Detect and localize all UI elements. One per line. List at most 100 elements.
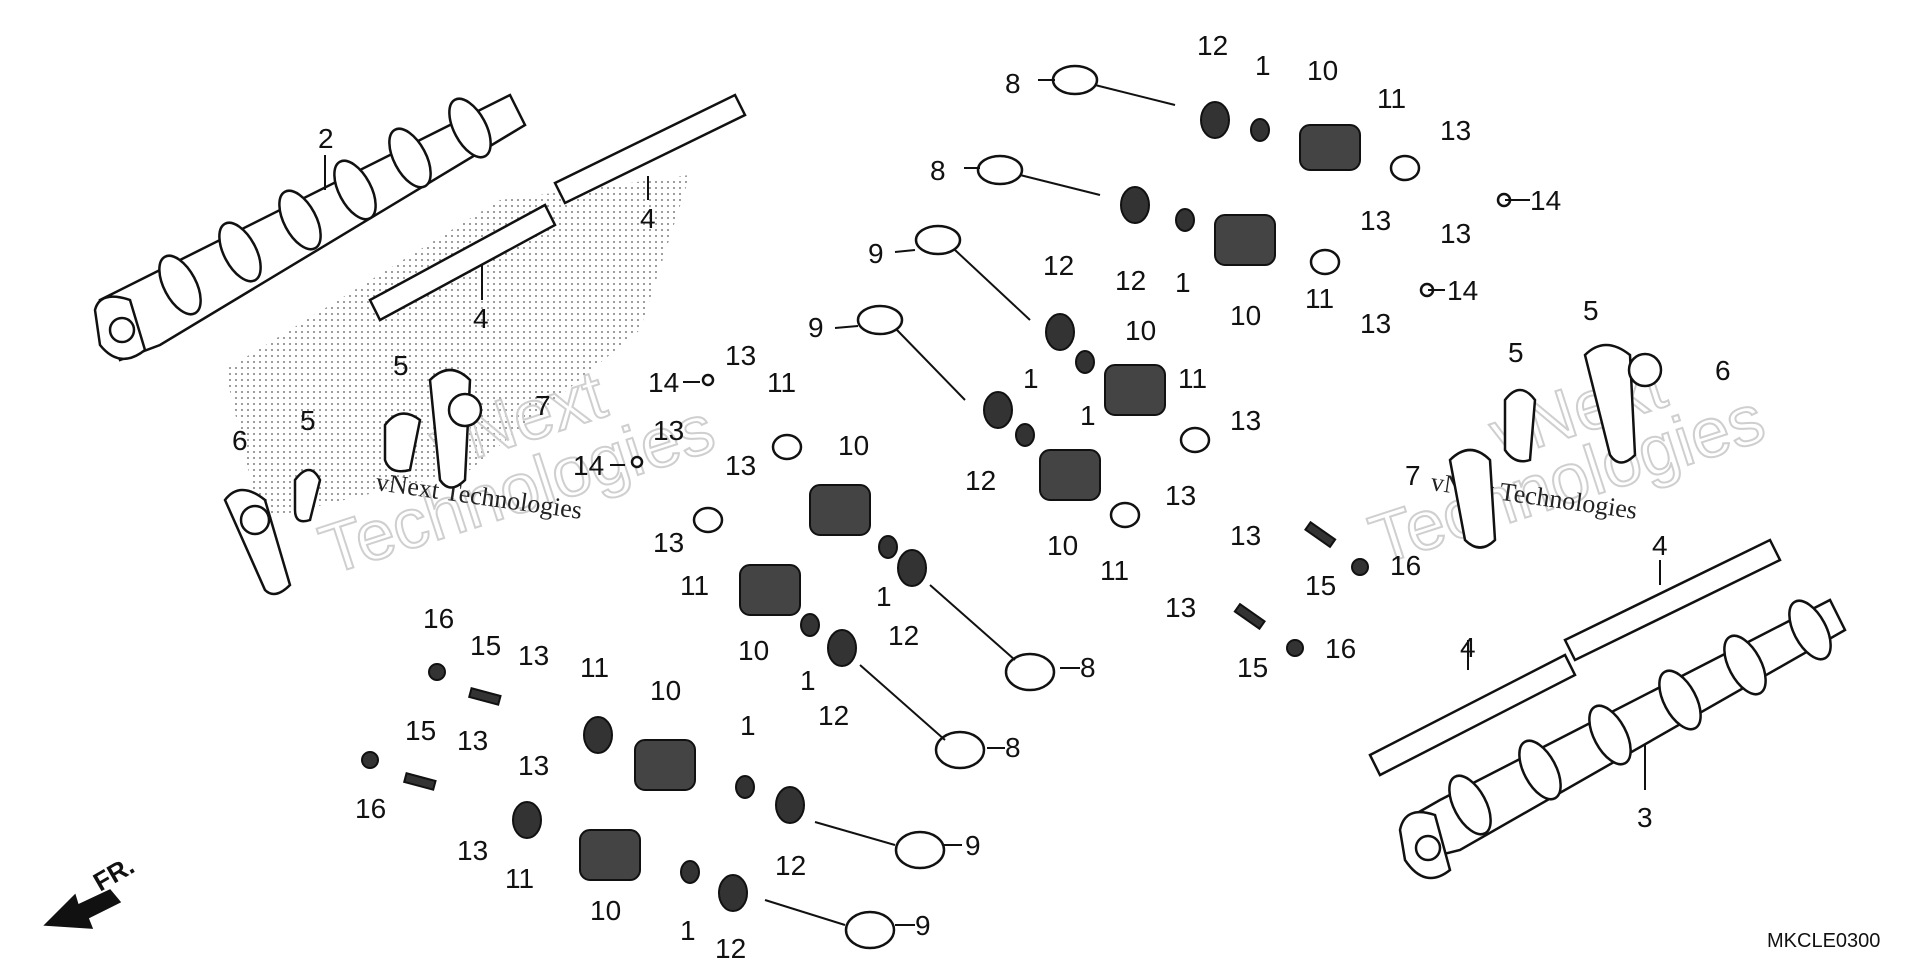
callout-13: 13 <box>457 725 488 756</box>
callout-labels: 1 1 1 1 1 1 1 1 1 2 3 4 4 4 4 5 5 5 5 6 … <box>232 30 1731 960</box>
callout-13: 13 <box>1360 308 1391 339</box>
callout-15: 15 <box>470 630 501 661</box>
callout-15: 15 <box>1305 570 1336 601</box>
watermark-right: vNext Technologies vNext Technologies <box>1360 344 1775 580</box>
callout-12: 12 <box>1197 30 1228 61</box>
callout-4: 4 <box>1460 632 1476 663</box>
callout-10: 10 <box>590 895 621 926</box>
callout-10: 10 <box>1047 530 1078 561</box>
callout-5: 5 <box>300 405 316 436</box>
callout-13: 13 <box>518 750 549 781</box>
callout-13: 13 <box>1440 115 1471 146</box>
callout-8: 8 <box>930 155 946 186</box>
callout-7: 7 <box>535 390 551 421</box>
callout-12: 12 <box>715 933 746 960</box>
camshaft-right <box>1398 598 1847 880</box>
callout-5: 5 <box>1508 337 1524 368</box>
callout-16: 16 <box>1390 550 1421 581</box>
callout-13: 13 <box>725 450 756 481</box>
callout-9: 9 <box>915 910 931 941</box>
callout-13: 13 <box>1165 480 1196 511</box>
callout-3: 3 <box>1637 802 1653 833</box>
catalog-code: MKCLE0300 <box>1767 930 1880 952</box>
callout-6: 6 <box>232 425 248 456</box>
leader-lines <box>324 79 1661 926</box>
valve-springs <box>579 124 1361 881</box>
shading-area <box>225 175 690 520</box>
callout-6: 6 <box>1715 355 1731 386</box>
callout-9: 9 <box>808 312 824 343</box>
front-indicator: FR. <box>43 850 139 929</box>
callout-11: 11 <box>1377 83 1406 114</box>
callout-14: 14 <box>648 367 679 398</box>
callout-13: 13 <box>1165 592 1196 623</box>
callout-12: 12 <box>1043 250 1074 281</box>
callout-11: 11 <box>680 570 709 601</box>
callout-13: 13 <box>1230 405 1261 436</box>
rocker-arms-right <box>1448 343 1663 549</box>
callout-11: 11 <box>580 652 609 683</box>
callout-8: 8 <box>1080 652 1096 683</box>
callout-7: 7 <box>1405 460 1421 491</box>
callout-12: 12 <box>1115 265 1146 296</box>
callout-9: 9 <box>965 830 981 861</box>
callout-12: 12 <box>965 465 996 496</box>
rocker-arms-left <box>223 368 483 596</box>
callout-12: 12 <box>818 700 849 731</box>
callout-15: 15 <box>405 715 436 746</box>
callout-14: 14 <box>1447 275 1478 306</box>
callout-10: 10 <box>1230 300 1261 331</box>
callout-10: 10 <box>650 675 681 706</box>
callout-10: 10 <box>1125 315 1156 346</box>
callout-11: 11 <box>1178 363 1207 394</box>
callout-1: 1 <box>680 915 696 946</box>
callout-8: 8 <box>1005 732 1021 763</box>
callout-5: 5 <box>1583 295 1599 326</box>
callout-11: 11 <box>767 367 796 398</box>
callout-13: 13 <box>653 415 684 446</box>
callout-1: 1 <box>740 710 756 741</box>
callout-4: 4 <box>1652 530 1668 561</box>
callout-16: 16 <box>423 603 454 634</box>
callout-1: 1 <box>876 581 892 612</box>
callout-16: 16 <box>1325 633 1356 664</box>
camshaft-left <box>93 93 527 362</box>
front-label: FR. <box>88 850 139 897</box>
valves <box>764 64 1176 950</box>
callout-14: 14 <box>1530 185 1561 216</box>
rocker-shafts <box>368 93 1782 777</box>
callout-8: 8 <box>1005 68 1021 99</box>
callout-4: 4 <box>473 303 489 334</box>
callout-12: 12 <box>888 620 919 651</box>
callout-9: 9 <box>868 238 884 269</box>
callout-11: 11 <box>1100 555 1129 586</box>
callout-5: 5 <box>393 350 409 381</box>
callout-11: 11 <box>1305 283 1334 314</box>
callout-12: 12 <box>775 850 806 881</box>
callout-4: 4 <box>640 203 656 234</box>
small-parts <box>361 101 1512 912</box>
front-arrow-icon <box>43 889 122 929</box>
callout-1: 1 <box>1080 400 1096 431</box>
callout-13: 13 <box>518 640 549 671</box>
callout-1: 1 <box>1023 363 1039 394</box>
callout-13: 13 <box>653 527 684 558</box>
callout-14: 14 <box>573 450 604 481</box>
callout-13: 13 <box>457 835 488 866</box>
callout-1: 1 <box>1255 50 1271 81</box>
callout-1: 1 <box>800 665 816 696</box>
callout-13: 13 <box>1440 218 1471 249</box>
callout-10: 10 <box>738 635 769 666</box>
callout-13: 13 <box>725 340 756 371</box>
callout-10: 10 <box>838 430 869 461</box>
callout-13: 13 <box>1230 520 1261 551</box>
callout-1: 1 <box>1175 267 1191 298</box>
callout-15: 15 <box>1237 652 1268 683</box>
callout-10: 10 <box>1307 55 1338 86</box>
callout-2: 2 <box>318 123 334 154</box>
callout-13: 13 <box>1360 205 1391 236</box>
callout-16: 16 <box>355 793 386 824</box>
callout-11: 11 <box>505 863 534 894</box>
